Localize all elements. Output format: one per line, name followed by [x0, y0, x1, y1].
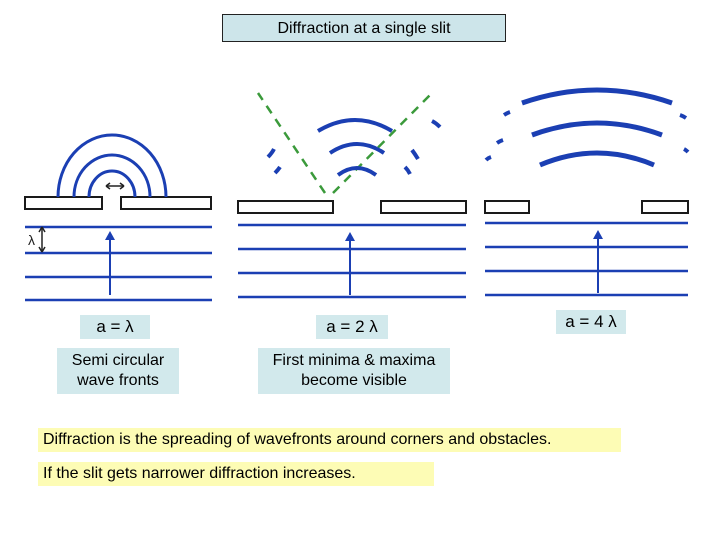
barrier-right: [642, 201, 688, 213]
panel-2-description: First minima & maxima become visible: [258, 348, 450, 394]
slit-width-label-3: a = 4 λ: [556, 310, 626, 334]
panel-2-description-line-1: First minima & maxima: [258, 351, 450, 371]
panel-1-description-line-2: wave fronts: [57, 371, 179, 391]
side-fringe: [684, 149, 688, 152]
panel-1-description-line-1: Semi circular: [57, 351, 179, 371]
barrier-left: [25, 197, 102, 209]
barrier-left: [238, 201, 333, 213]
slit-width-label-1: a = λ: [80, 315, 150, 339]
diagram-title: Diffraction at a single slit: [222, 14, 506, 42]
diffraction-illustration: λ: [0, 55, 720, 310]
barrier-right: [381, 201, 466, 213]
barrier-right: [121, 197, 211, 209]
barrier-left: [485, 201, 529, 213]
slit-width-label-2: a = 2 λ: [316, 315, 388, 339]
panel-2-description-line-2: become visible: [258, 371, 450, 391]
definition-note: Diffraction is the spreading of wavefron…: [38, 428, 621, 452]
panel-1-description: Semi circular wave fronts: [57, 348, 179, 394]
narrow-slit-note: If the slit gets narrower diffraction in…: [38, 462, 434, 486]
wavelength-symbol: λ: [28, 232, 35, 248]
